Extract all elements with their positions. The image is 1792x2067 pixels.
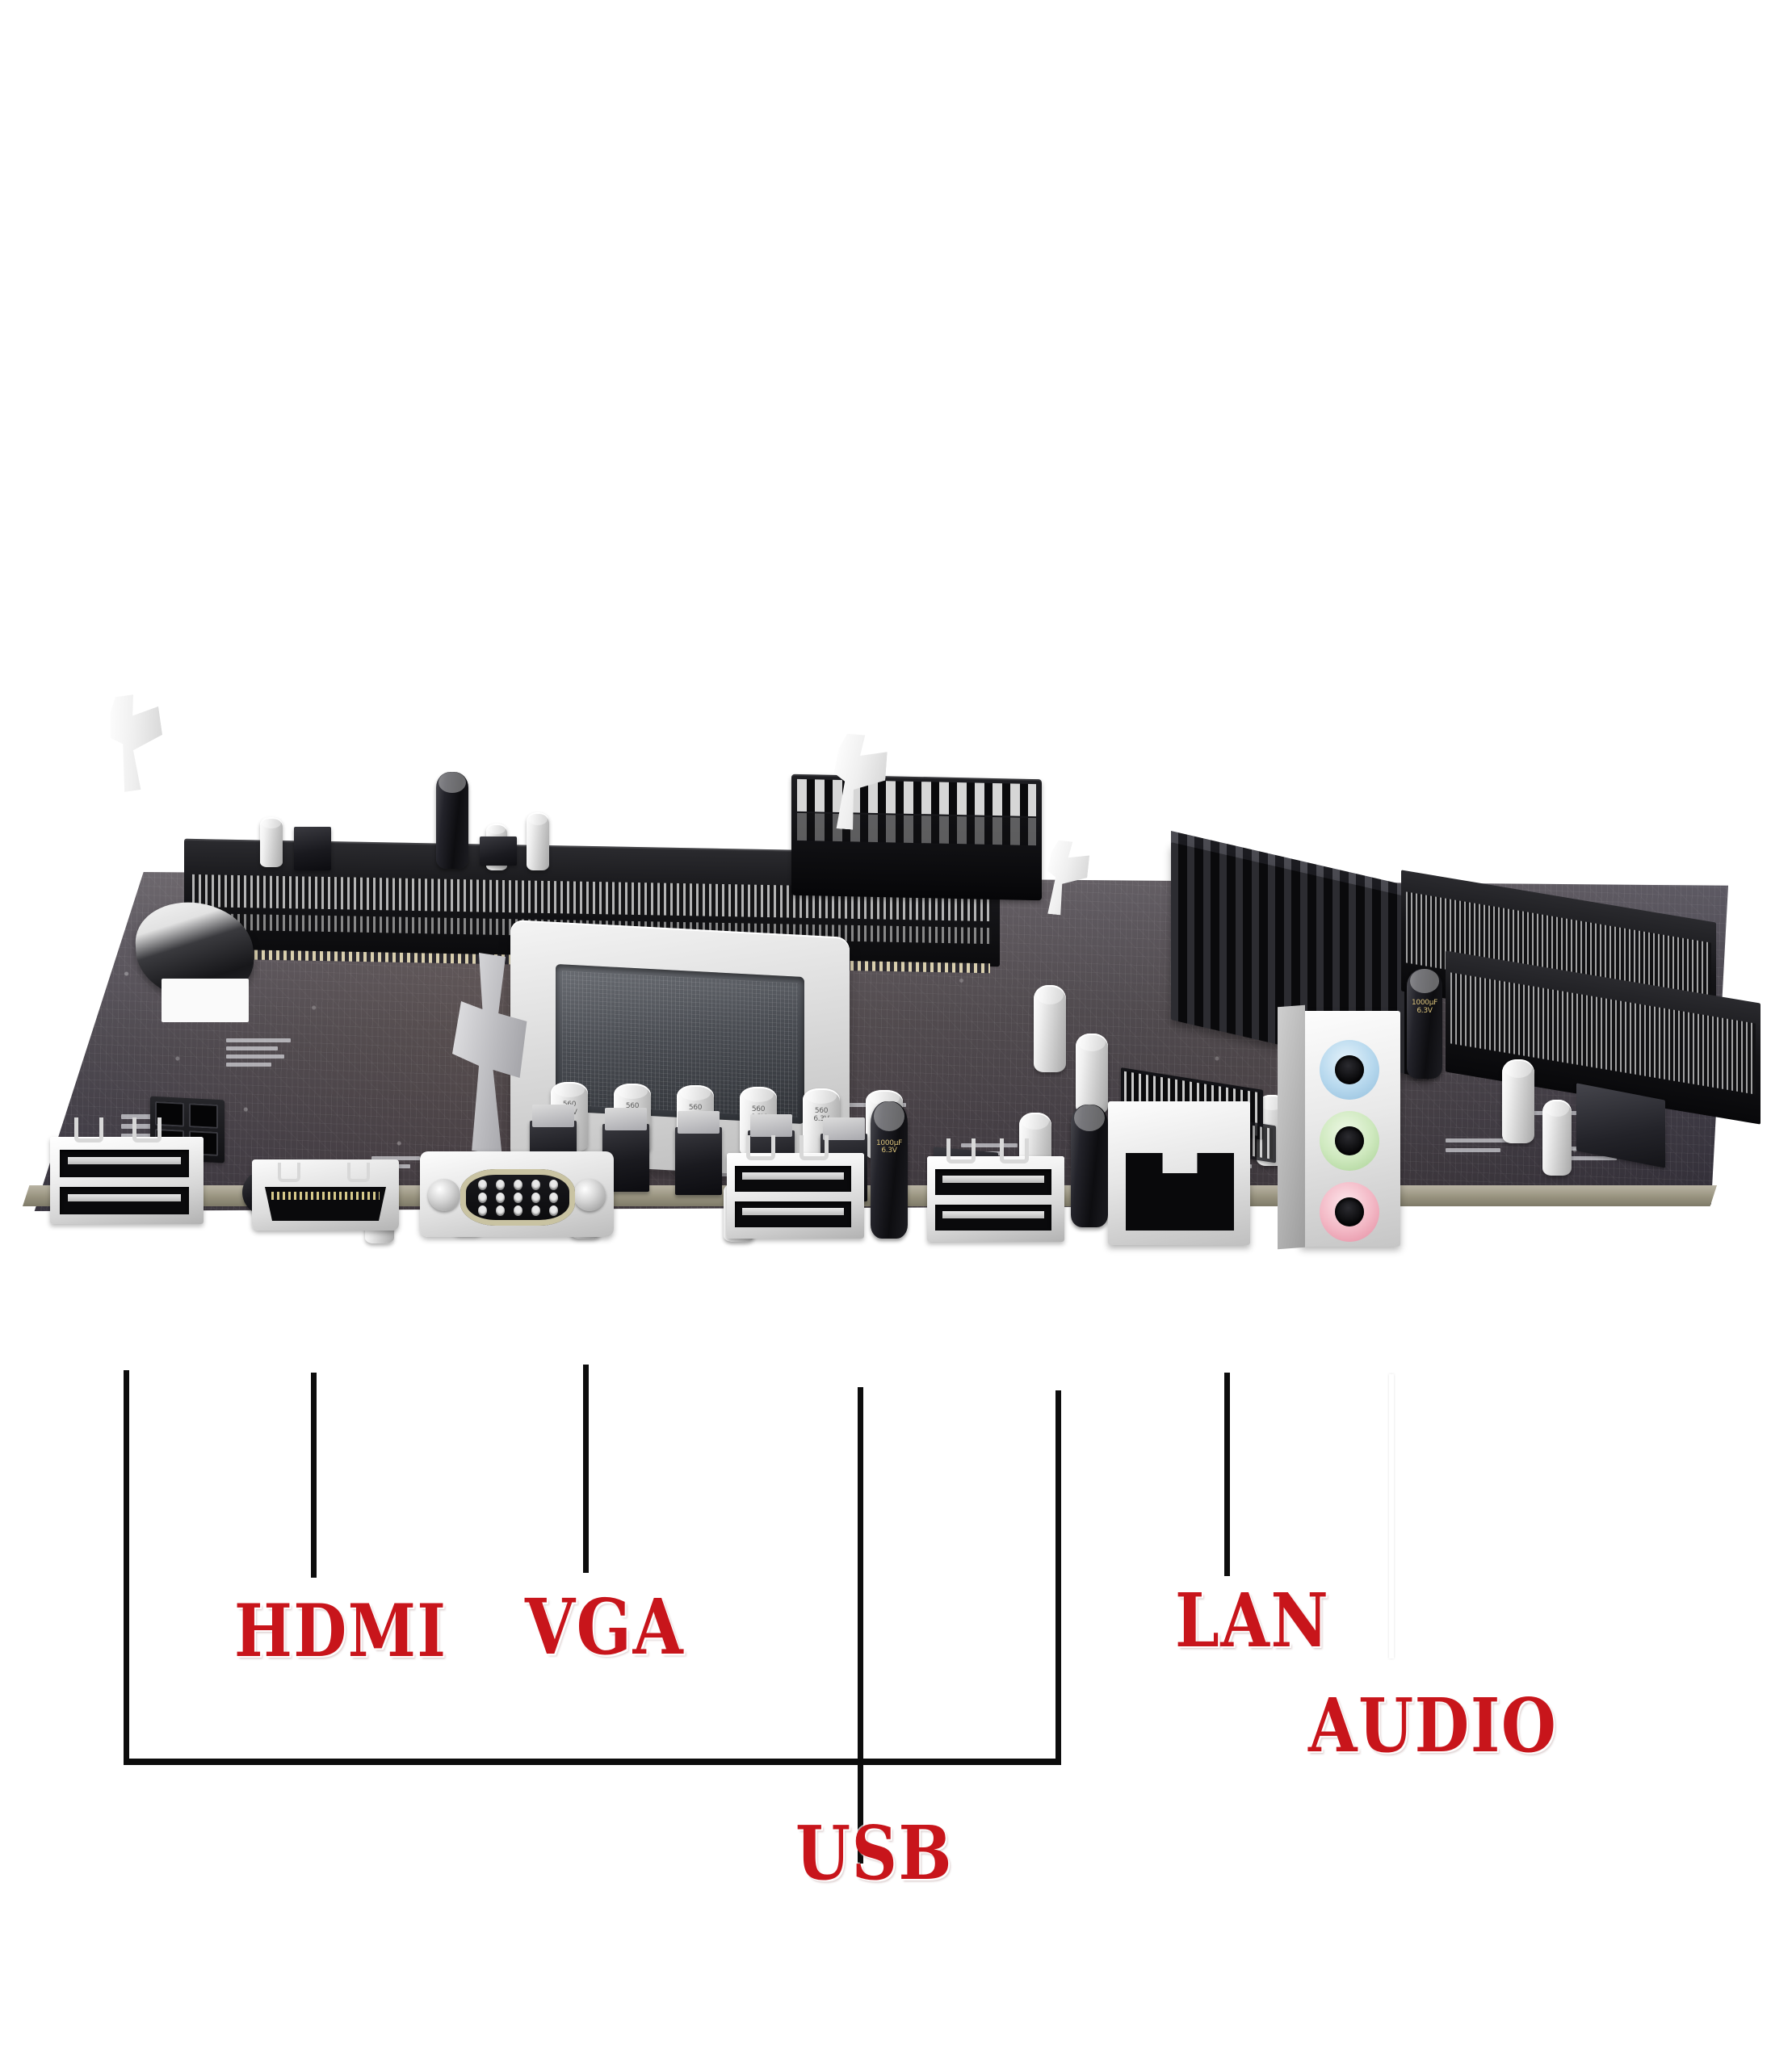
vga-thumbscrew	[428, 1179, 460, 1211]
callout-audio: AUDIO	[1308, 1682, 1558, 1770]
audio-jack-line-in	[1320, 1040, 1379, 1100]
usb1-port-stack	[727, 1153, 864, 1239]
usb-prong-icon	[74, 1117, 103, 1143]
label-sticker	[162, 979, 249, 1022]
leader-line-audio	[1389, 1374, 1394, 1658]
hdmi-port	[252, 1159, 399, 1231]
motherboard: 1000µF 6.3V 560 6.3V 560 6.3V 560 6.3V 5…	[0, 630, 1792, 1373]
usb3-port-stack	[927, 1156, 1064, 1242]
atx-24pin-power-connector	[791, 774, 1042, 901]
audio-jack-line-out	[1320, 1111, 1379, 1171]
ps2-usb-combo-port	[50, 1137, 204, 1224]
audio-jack-mic-in	[1320, 1182, 1379, 1242]
leader-line-usb3	[1055, 1390, 1061, 1763]
capacitor	[436, 772, 468, 869]
leader-line-lan	[1224, 1373, 1230, 1576]
capacitor	[260, 817, 283, 867]
usb-prong-icon	[799, 1135, 829, 1160]
usb-prong-icon	[132, 1117, 162, 1143]
usb-prong-icon	[946, 1138, 976, 1163]
callout-lan: LAN	[1175, 1577, 1330, 1665]
capacitor	[1076, 1034, 1108, 1114]
capacitor	[1542, 1100, 1572, 1176]
leader-line-hdmi	[311, 1373, 317, 1578]
smd-chip	[480, 836, 517, 866]
vga-thumbscrew	[573, 1179, 606, 1211]
capacitor-nenox: 1000µF 6.3V	[871, 1101, 908, 1239]
vga-port	[420, 1151, 614, 1237]
callout-hdmi: HDMI	[234, 1587, 447, 1674]
usb-prong-icon	[746, 1135, 775, 1160]
smd-component	[294, 827, 331, 870]
capacitor	[527, 812, 549, 870]
callout-vga: VGA	[525, 1582, 685, 1672]
leader-bracket-usb	[124, 1759, 1061, 1765]
capacitor	[1502, 1059, 1534, 1143]
mosfet	[675, 1110, 722, 1195]
pcie-retention-clip	[105, 691, 170, 793]
usb-prong-icon	[1000, 1138, 1029, 1163]
audio-jack-stack	[1300, 1011, 1400, 1247]
rj45-lan-port	[1108, 1101, 1250, 1245]
leader-line-usb-stem	[858, 1759, 863, 1864]
capacitor	[1034, 985, 1066, 1072]
capacitor-nenox-1000uf: 1000µF 6.3V	[1407, 969, 1442, 1079]
audio-bracket-side	[1278, 1004, 1305, 1250]
leader-line-vga	[583, 1365, 589, 1573]
leader-line-usb-left	[124, 1370, 129, 1764]
capacitor	[1071, 1105, 1108, 1227]
leader-line-usb1	[858, 1387, 863, 1763]
callout-usb: USB	[795, 1809, 953, 1897]
